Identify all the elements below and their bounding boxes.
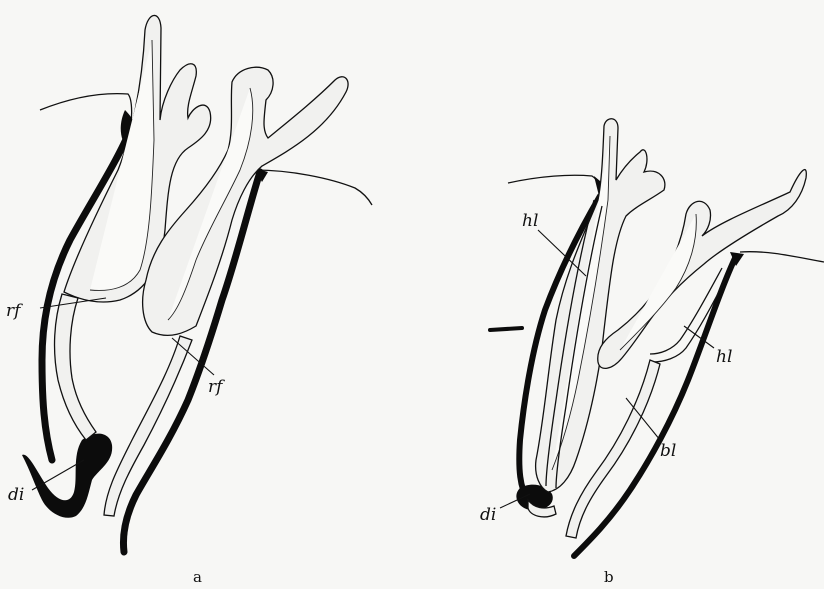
follicle-b-right-core — [620, 214, 696, 350]
follicle-a-left-core — [90, 40, 154, 290]
label-b-hl-right: hl — [716, 347, 732, 367]
surface-line-b-right — [740, 252, 824, 262]
panel-b: hl hl bl di b — [480, 119, 824, 586]
label-b-bl: bl — [660, 441, 676, 461]
label-b-di: di — [480, 505, 496, 525]
black-wall-b-left-spur — [490, 328, 522, 330]
label-a-rf-right: rf — [208, 377, 225, 397]
surface-line-a-left — [40, 94, 132, 130]
panel-a: rf rf di a — [6, 15, 372, 586]
label-a-rf-left: rf — [6, 301, 23, 321]
caption-b: b — [604, 568, 614, 586]
label-a-di: di — [8, 485, 24, 505]
caption-a: a — [193, 568, 202, 586]
label-b-hl-left: hl — [522, 211, 538, 231]
surface-line-a-right — [255, 170, 372, 205]
sheath-a-left — [55, 294, 96, 440]
surface-line-b-left — [508, 175, 600, 192]
black-mass-a-di — [22, 434, 112, 518]
